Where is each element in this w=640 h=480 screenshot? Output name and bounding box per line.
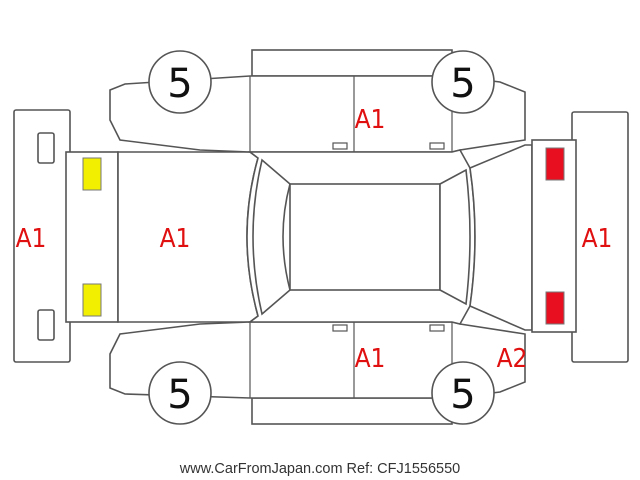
tire-front-left: 5 — [148, 50, 212, 114]
damage-label-rear-quarter: A2 — [497, 344, 528, 374]
tire-rear-right: 5 — [431, 361, 495, 425]
cabin-top — [246, 149, 476, 325]
tire-front-left-grade: 5 — [167, 61, 192, 107]
headlight-yellow-top — [82, 157, 102, 191]
damage-label-front-bumper: A1 — [16, 224, 47, 254]
front-face — [65, 151, 119, 323]
damage-label-side-upper: A1 — [355, 105, 386, 135]
tire-rear-left-grade: 5 — [450, 61, 475, 107]
footer-credit: www.CarFromJapan.com Ref: CFJ1556550 — [179, 461, 460, 477]
taillight-red-top — [545, 147, 565, 181]
damage-label-hood: A1 — [160, 224, 191, 254]
body-side-upper — [109, 49, 526, 184]
trunk — [469, 139, 577, 333]
body-side-lower — [109, 290, 526, 425]
tire-rear-right-grade: 5 — [450, 372, 475, 418]
headlight-yellow-bottom — [82, 283, 102, 317]
tire-front-right-grade: 5 — [167, 372, 192, 418]
taillight-red-bottom — [545, 291, 565, 325]
tire-front-right: 5 — [148, 361, 212, 425]
tire-rear-left: 5 — [431, 50, 495, 114]
damage-label-rear-bumper: A1 — [582, 224, 613, 254]
damage-label-side-lower: A1 — [355, 344, 386, 374]
